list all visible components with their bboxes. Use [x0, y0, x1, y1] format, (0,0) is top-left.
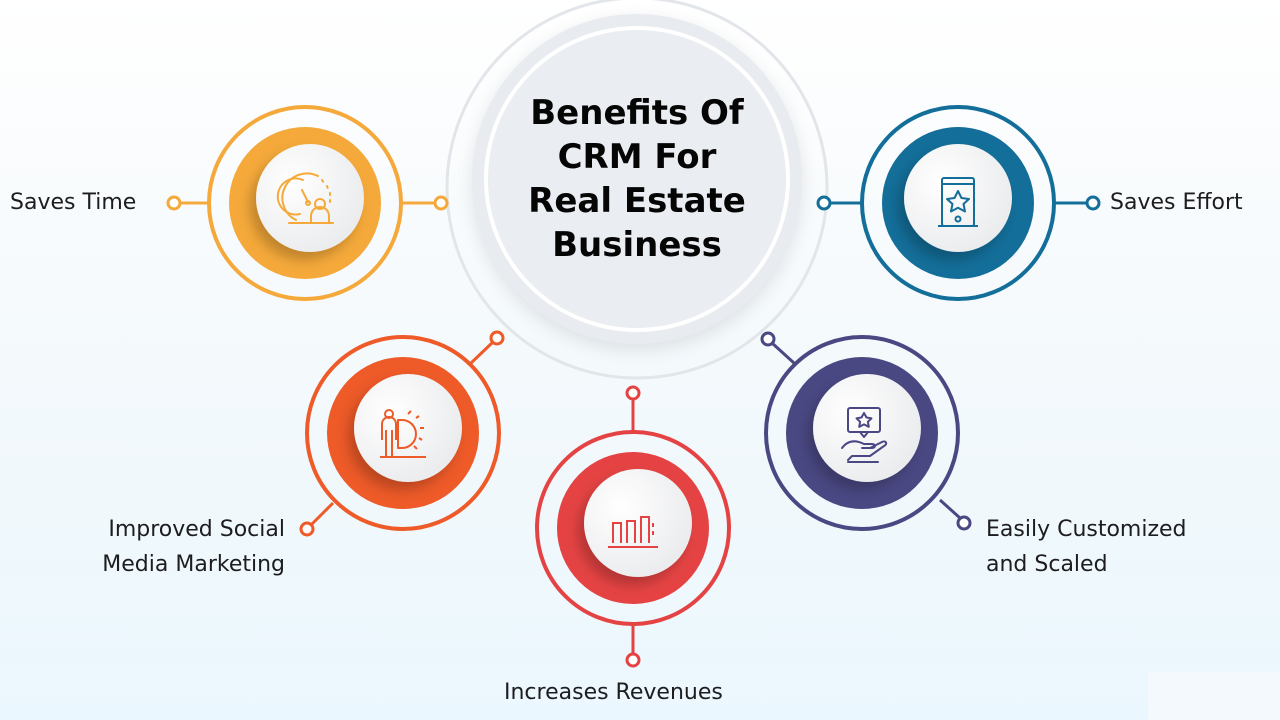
label-text-line-2: and Scaled [986, 552, 1108, 577]
title-line-4: Business [552, 225, 722, 265]
node-customized-scaled [760, 331, 972, 531]
label-social-media-marketing: Improved Social Media Marketing [102, 512, 285, 582]
label-saves-effort: Saves Effort [1110, 185, 1243, 220]
label-text: Increases Revenues [504, 680, 723, 705]
node-social-media-marketing [299, 330, 505, 537]
title-inner-circle: Benefits Of CRM For Real Estate Business [484, 26, 790, 332]
title-line-2: CRM For [557, 137, 717, 177]
label-text: Saves Effort [1110, 190, 1243, 215]
title-line-3: Real Estate [528, 181, 746, 221]
label-text-line-1: Improved Social [108, 517, 285, 542]
label-saves-time: Saves Time [10, 185, 136, 220]
connector-arc [445, 0, 829, 380]
phone-star-icon [938, 177, 978, 227]
label-customized-scaled: Easily Customized and Scaled [986, 512, 1187, 582]
node-increases-revenues [535, 385, 731, 668]
label-text-line-1: Easily Customized [986, 517, 1187, 542]
person-gear-icon [380, 409, 426, 458]
title-circle: Benefits Of CRM For Real Estate Business [472, 14, 802, 344]
corner-patch [1148, 672, 1280, 720]
label-text-line-2: Media Marketing [102, 552, 285, 577]
label-increases-revenues: Increases Revenues [504, 675, 723, 710]
label-text: Saves Time [10, 190, 137, 215]
node-saves-effort [816, 105, 1101, 301]
title-line-1: Benefits Of [530, 93, 744, 133]
node-saves-time [166, 105, 449, 301]
hand-star-icon [841, 407, 888, 463]
bar-chart-icon [608, 516, 658, 548]
clock-person-icon [276, 172, 334, 224]
